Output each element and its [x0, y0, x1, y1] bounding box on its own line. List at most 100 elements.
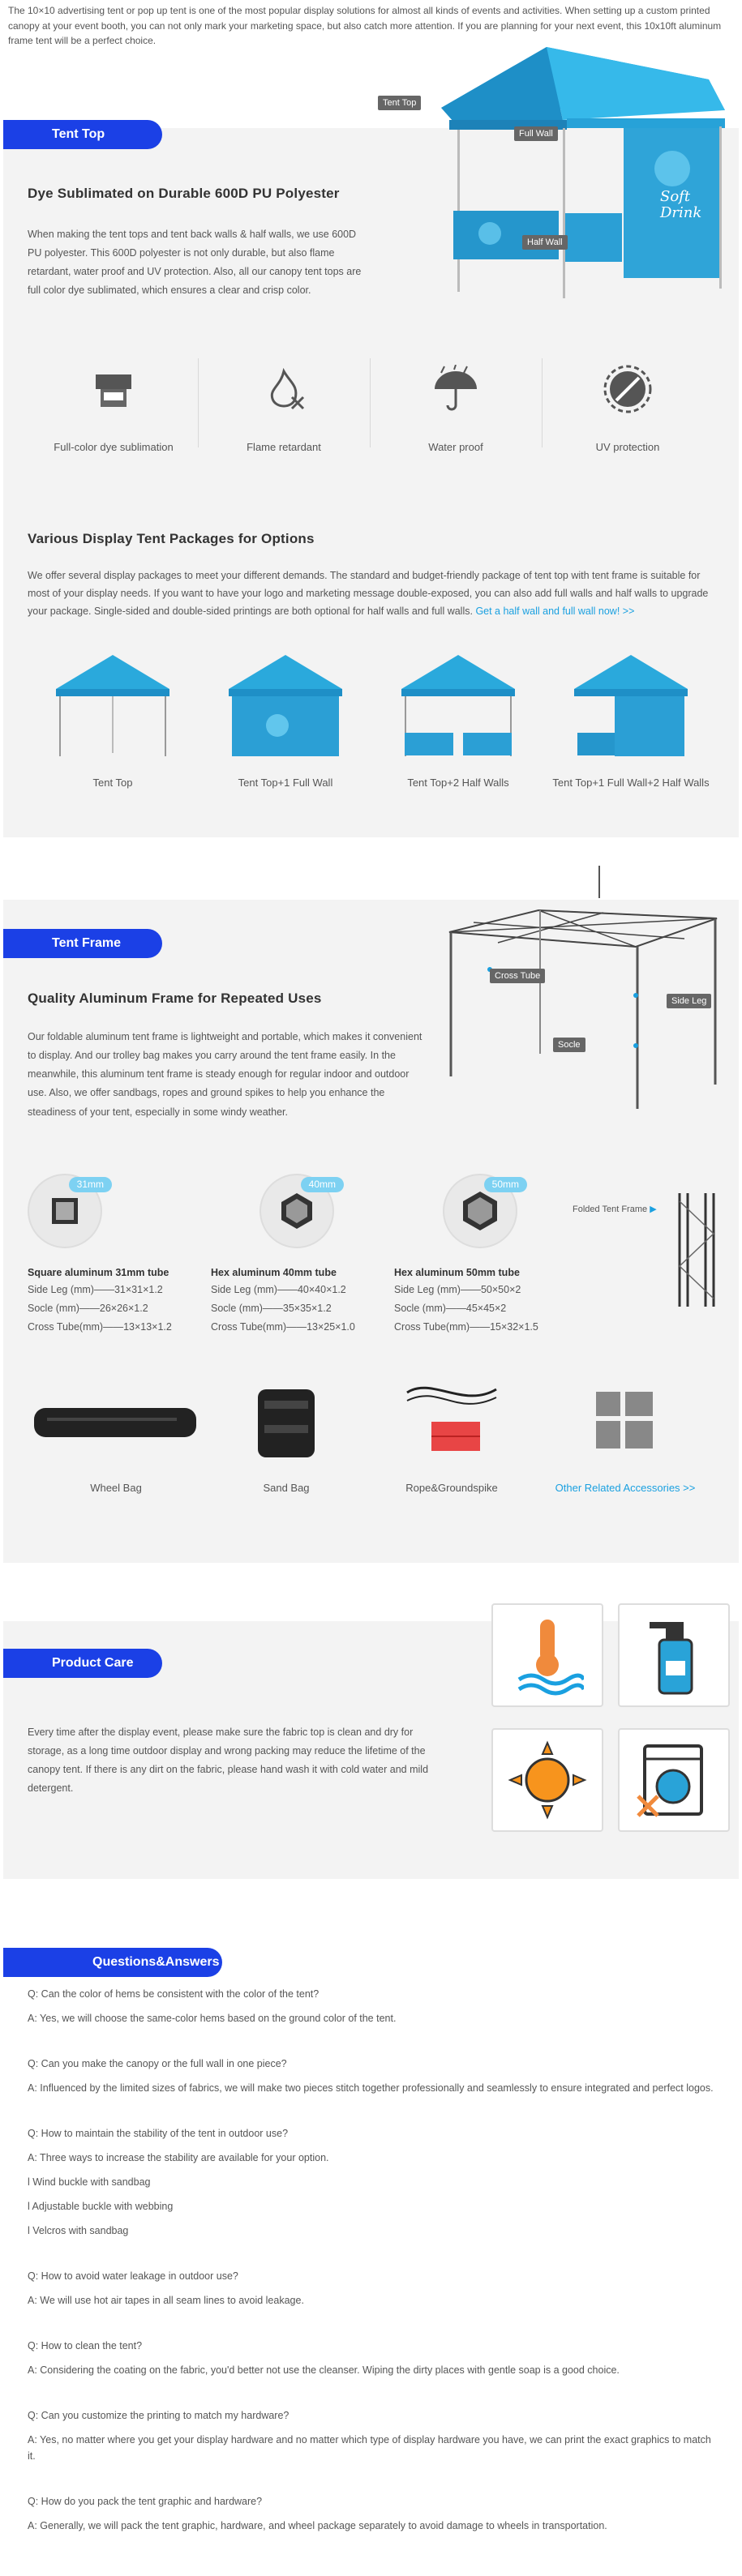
product-care-pill: Product Care	[3, 1649, 162, 1678]
package-half-walls[interactable]: Tent Top+2 Half Walls	[373, 648, 543, 792]
tube-size-badge: 31mm	[68, 1177, 112, 1193]
qa-section: Questions&Answers	[3, 1917, 739, 2576]
tube-spec: Cross Tube(mm)——13×25×1.0	[211, 1321, 355, 1333]
package-label: Tent Top+1 Full Wall	[238, 777, 333, 789]
arrow-right-icon: ▶	[650, 1205, 657, 1214]
tube-spec: Side Leg (mm)——31×31×1.2	[28, 1284, 163, 1295]
packages-text: We offer several display packages to mee…	[28, 570, 709, 617]
tag-side-leg: Side Leg	[667, 994, 712, 1008]
answer: A: Generally, we will pack the tent grap…	[28, 2520, 607, 2531]
svg-text:Drink: Drink	[659, 204, 701, 221]
divider	[370, 358, 371, 447]
tube-size-badge: 40mm	[300, 1177, 344, 1193]
question: Q: Can the color of hems be consistent w…	[28, 1988, 320, 2000]
tent-top-pill: Tent Top	[3, 120, 162, 149]
divider	[198, 358, 199, 447]
accessory-wheel-bag[interactable]: Wheel Bag	[31, 1376, 201, 1497]
sun-card	[491, 1728, 603, 1832]
accessory-other[interactable]: Other Related Accessories >>	[540, 1376, 710, 1497]
qa-pill: Questions&Answers	[3, 1948, 222, 1977]
tent-frame-pill: Tent Frame	[3, 929, 162, 958]
tag-socle: Socle	[553, 1038, 585, 1052]
spray-bottle-card	[618, 1603, 730, 1707]
package-image	[401, 655, 515, 756]
tag-cross-tube: Cross Tube	[490, 969, 546, 983]
product-care-section: Product Care Every time after the displa…	[3, 1603, 739, 1879]
answer-option: l Wind buckle with sandbag	[28, 2176, 151, 2188]
tube-spec: Socle (mm)——35×35×1.2	[211, 1303, 332, 1315]
no-machine-wash-icon	[637, 1744, 703, 1817]
umbrella-icon	[435, 365, 477, 411]
answer-option: l Adjustable buckle with webbing	[28, 2201, 174, 2212]
tent-frame-svg	[448, 866, 718, 1109]
tube-size-badge: 50mm	[483, 1177, 527, 1193]
tube-title: Square aluminum 31mm tube	[28, 1267, 169, 1278]
accessory-sand-bag[interactable]: Sand Bag	[201, 1376, 371, 1497]
question: Q: Can you customize the printing to mat…	[28, 2410, 290, 2421]
qa-item: Q: Can you customize the printing to mat…	[28, 2407, 717, 2464]
package-tent-top[interactable]: Tent Top	[28, 648, 198, 792]
tube-spec: Side Leg (mm)——50×50×2	[394, 1284, 521, 1295]
hero-brand-text: Soft	[660, 188, 691, 205]
qa-item: Q: Can you make the canopy or the full w…	[28, 2056, 717, 2096]
qa-item: Q: How to clean the tent? A: Considering…	[28, 2338, 717, 2378]
feature-flame-retardant: Flame retardant	[195, 357, 373, 456]
package-image	[574, 655, 688, 756]
accessory-label: Rope&Groundspike	[405, 1482, 498, 1494]
answer: A: Influenced by the limited sizes of fa…	[28, 2082, 714, 2094]
tube-spec: Cross Tube(mm)——13×13×1.2	[28, 1321, 172, 1333]
feature-uv-protection: UV protection	[538, 357, 717, 456]
accessory-rope-groundspike[interactable]: Rope&Groundspike	[367, 1376, 537, 1497]
answer: A: Yes, no matter where you get your dis…	[28, 2434, 711, 2462]
answer: A: Yes, we will choose the same-color he…	[28, 2013, 397, 2024]
uv-sun-icon	[603, 365, 652, 413]
feature-dye-sublimation: Full-color dye sublimation	[24, 357, 203, 456]
feature-label: Full-color dye sublimation	[54, 441, 174, 453]
packages-link[interactable]: Get a half wall and full wall now! >>	[475, 605, 635, 617]
tube-spec: Socle (mm)——26×26×1.2	[28, 1303, 148, 1315]
folded-frame-text: Folded Tent Frame	[573, 1205, 648, 1214]
question: Q: How to clean the tent?	[28, 2340, 143, 2351]
qa-item: Q: How to maintain the stability of the …	[28, 2125, 717, 2239]
tent-top-paragraph: When making the tent tops and tent back …	[28, 229, 362, 297]
tent-frame-image: Cross Tube Side Leg Socle	[441, 866, 741, 1117]
feature-label: Water proof	[428, 441, 483, 453]
flame-retardant-icon	[270, 367, 305, 410]
folded-frame-label: Folded Tent Frame ▶	[573, 1203, 657, 1217]
package-full-half-walls[interactable]: Tent Top+1 Full Wall+2 Half Walls	[546, 648, 716, 792]
package-label: Tent Top+2 Half Walls	[407, 777, 509, 789]
accessory-label: Wheel Bag	[90, 1482, 142, 1494]
accessory-label: Sand Bag	[263, 1482, 310, 1494]
grid-icon	[596, 1392, 653, 1448]
tube-title: Hex aluminum 50mm tube	[394, 1267, 520, 1278]
tag-half-wall: Half Wall	[522, 235, 568, 250]
tube-31mm: 31mm Square aluminum 31mm tube Side Leg …	[28, 1174, 214, 1337]
question: Q: How to avoid water leakage in outdoor…	[28, 2270, 238, 2282]
tube-spec: Side Leg (mm)——40×40×1.2	[211, 1284, 346, 1295]
tent-frame-paragraph: Our foldable aluminum tent frame is ligh…	[28, 1031, 422, 1118]
thermometer-water-icon	[517, 1620, 584, 1696]
tube-40mm: 40mm Hex aluminum 40mm tube Side Leg (mm…	[211, 1174, 397, 1337]
feature-label: UV protection	[595, 441, 660, 453]
washing-machine-card	[618, 1728, 730, 1832]
other-accessories-link[interactable]: Other Related Accessories >>	[555, 1482, 696, 1494]
packages-heading: Various Display Tent Packages for Option…	[28, 531, 315, 546]
qa-item: Q: How do you pack the tent graphic and …	[28, 2493, 717, 2534]
answer: A: Three ways to increase the stability …	[28, 2152, 329, 2163]
wheel-bag-image	[34, 1408, 196, 1437]
tube-spec: Socle (mm)——45×45×2	[394, 1303, 507, 1315]
folded-frame-image	[668, 1185, 725, 1315]
question: Q: How to maintain the stability of the …	[28, 2128, 289, 2139]
package-image	[56, 655, 169, 756]
thermometer-card	[491, 1603, 603, 1707]
qa-list: Q: Can the color of hems be consistent w…	[28, 1986, 717, 2563]
tube-cross-section: 40mm	[259, 1174, 344, 1248]
sand-bag-image	[258, 1389, 315, 1457]
question: Q: Can you make the canopy or the full w…	[28, 2058, 287, 2069]
qa-item: Q: Can the color of hems be consistent w…	[28, 1986, 717, 2026]
tent-frame-section: Tent Frame Quality Aluminum Frame for Re…	[3, 866, 739, 1563]
tent-hero-image: Soft Drink Tent Top Full Wall Half Wall	[378, 31, 739, 306]
package-full-wall[interactable]: Tent Top+1 Full Wall	[200, 648, 371, 792]
tag-full-wall: Full Wall	[514, 126, 558, 141]
care-paragraph: Every time after the display event, plea…	[28, 1727, 429, 1795]
